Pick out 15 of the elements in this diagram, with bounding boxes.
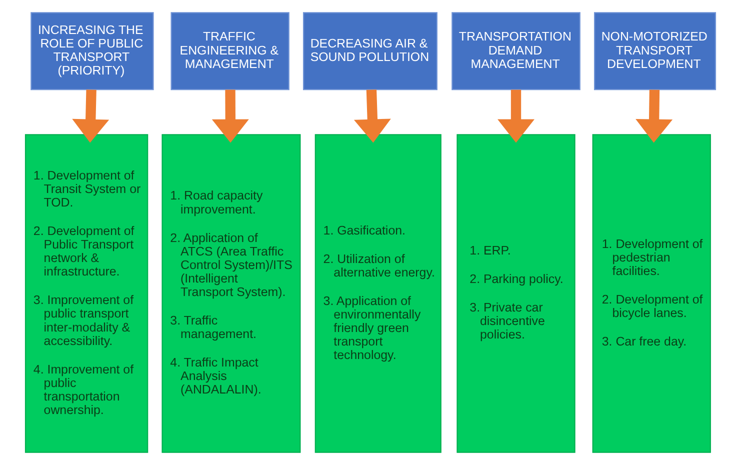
node-box: 1. ERP. 2. Parking policy. 3. Private car disincentive policies. <box>456 134 575 453</box>
node-box: 1. Development of pedestrian facilities. 2. Development of bicycle lanes. 3. Car free day. <box>592 134 710 453</box>
node-box: TRANSPORTATION DEMAND MANAGEMENT <box>451 12 580 90</box>
arrow <box>497 90 534 143</box>
node-box: 1. Gasification. 2. Utilization of alternative energy. 3. Application of environmentally friendly green transport technology. <box>314 134 441 453</box>
arrow <box>353 90 390 143</box>
node-box: 1. Road capacity improvement. 2. Application of ATCS (Area Traffic Control System)/ITS (Intelligent Transport System). 3. Traffic management. 4. Traffic Impact Analysis (ANDALALIN). <box>161 134 300 453</box>
node-box: TRAFFIC ENGINEERING & MANAGEMENT <box>170 12 289 90</box>
arrow <box>72 90 109 143</box>
arrow <box>635 90 672 143</box>
node-box: DECREASING AIR & SOUND POLLUTION <box>302 12 437 90</box>
node-box: 1. Development of Transit System or TOD. 2. Development of Public Transport network & infrastructure. 3. Improvement of public transport inter-modality & accessibility. 4. Improvement of public transportation ownership. <box>24 134 148 453</box>
node-box: NON-MOTORIZED TRANSPORT DEVELOPMENT <box>593 12 716 90</box>
arrow <box>211 90 248 143</box>
node-box: INCREASING THE ROLE OF PUBLIC TRANSPORT (PRIORITY) <box>30 12 154 90</box>
